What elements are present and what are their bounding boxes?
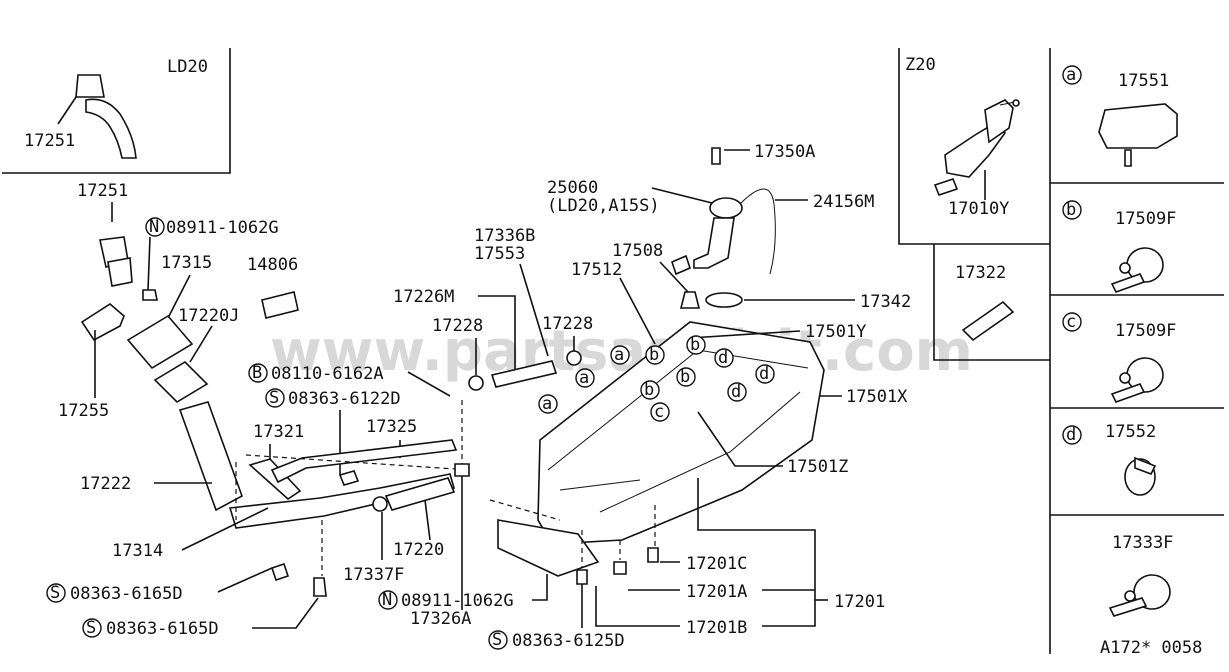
label-17201B: 17201B — [686, 618, 747, 638]
svg-text:b: b — [690, 335, 700, 355]
label-08110: 08110-6162A — [271, 364, 384, 384]
label-17201: 17201 — [834, 592, 885, 612]
label-17201C: 17201C — [686, 554, 747, 574]
label-17342: 17342 — [860, 292, 911, 312]
svg-text:b: b — [680, 367, 690, 387]
diagram-code: A172* 0058 — [1100, 638, 1202, 658]
label-25060-sub: (LD20,A15S) — [547, 196, 660, 216]
label-17314: 17314 — [112, 541, 163, 561]
label-17201A: 17201A — [686, 582, 747, 602]
label-17228-a: 17228 — [432, 316, 483, 336]
legend-d-part: 17552 — [1105, 422, 1156, 442]
center-parts: 17226M 17228 17336B 17553 17228 17512 17… — [393, 142, 911, 391]
label-08363-6165D-2: 08363-6165D — [106, 619, 219, 639]
label-17226M: 17226M — [393, 287, 454, 307]
ld20-title: LD20 — [167, 57, 208, 77]
svg-text:a: a — [542, 394, 552, 414]
legend-c-letter: c — [1066, 312, 1076, 332]
label-17501X: 17501X — [846, 387, 908, 407]
svg-text:d: d — [731, 382, 741, 402]
legend-a-part: 17551 — [1118, 71, 1169, 91]
label-17321: 17321 — [253, 422, 304, 442]
label-17350A: 17350A — [754, 142, 815, 162]
label-08363-6122D: 08363-6122D — [288, 389, 401, 409]
label-17512: 17512 — [571, 260, 622, 280]
hose-17322-box: 17322 — [933, 244, 1050, 361]
z20-inset: Z20 17010Y — [898, 48, 1050, 245]
label-17228-b: 17228 — [542, 314, 593, 334]
prefix-b: B — [252, 363, 262, 383]
label-24156M: 24156M — [813, 192, 874, 212]
z20-title: Z20 — [905, 55, 936, 75]
prefix-s-6122D: S — [269, 388, 279, 408]
label-17255: 17255 — [58, 401, 109, 421]
prefix-s-6165D-2: S — [86, 618, 96, 638]
prefix-n-bottom: N — [382, 590, 392, 610]
label-08363-6125D: 08363-6125D — [512, 631, 625, 651]
label-17222: 17222 — [80, 474, 131, 494]
filler-parts: 17251 N 08911-1062G 17315 14806 17220J 1… — [46, 181, 471, 639]
ld20-inset: LD20 17251 — [2, 48, 231, 174]
prefix-s-6165D-1: S — [50, 583, 60, 603]
svg-text:b: b — [649, 345, 659, 365]
svg-text:a: a — [614, 345, 624, 365]
label-14806: 14806 — [247, 255, 298, 275]
svg-text:a: a — [579, 368, 589, 388]
hose-17322-label: 17322 — [955, 263, 1006, 283]
legend-a-letter: a — [1066, 65, 1076, 85]
legend-column: a 17551 b 17509F c 17509F d 17552 17333F… — [1049, 48, 1224, 658]
legend-b-letter: b — [1066, 200, 1076, 220]
ld20-part-label: 17251 — [24, 131, 75, 151]
legend-e-part: 17333F — [1112, 533, 1173, 553]
svg-text:b: b — [644, 380, 654, 400]
label-17501Y: 17501Y — [805, 322, 866, 342]
label-08363-6165D-1: 08363-6165D — [70, 584, 183, 604]
label-17336B: 17336B — [474, 226, 535, 246]
prefix-n-top: N — [149, 217, 159, 237]
z20-part-label: 17010Y — [948, 199, 1009, 219]
label-17315: 17315 — [161, 253, 212, 273]
prefix-s-6125D: S — [492, 630, 502, 650]
legend-b-part: 17509F — [1115, 209, 1176, 229]
label-25060: 25060 — [547, 178, 598, 198]
label-17508: 17508 — [612, 241, 663, 261]
label-17251: 17251 — [77, 181, 128, 201]
label-17337F: 17337F — [343, 565, 404, 585]
legend-c-part: 17509F — [1115, 321, 1176, 341]
label-17220J: 17220J — [178, 306, 239, 326]
label-17220: 17220 — [393, 540, 444, 560]
label-08911-bottom: 08911-1062G — [401, 591, 514, 611]
svg-text:d: d — [718, 348, 728, 368]
clip-markers: a a a b b b b c d d d — [538, 335, 775, 422]
label-17501Z: 17501Z — [787, 457, 848, 477]
label-17326A: 17326A — [410, 609, 471, 629]
svg-text:c: c — [654, 402, 664, 422]
legend-d-letter: d — [1066, 425, 1076, 445]
label-08911-top: 08911-1062G — [166, 218, 279, 238]
label-17553: 17553 — [474, 244, 525, 264]
label-17325: 17325 — [366, 417, 417, 437]
fuel-tank: 17501Y 17501X 17501Z a a a b b b b c d d… — [378, 321, 908, 651]
svg-text:d: d — [759, 364, 769, 384]
